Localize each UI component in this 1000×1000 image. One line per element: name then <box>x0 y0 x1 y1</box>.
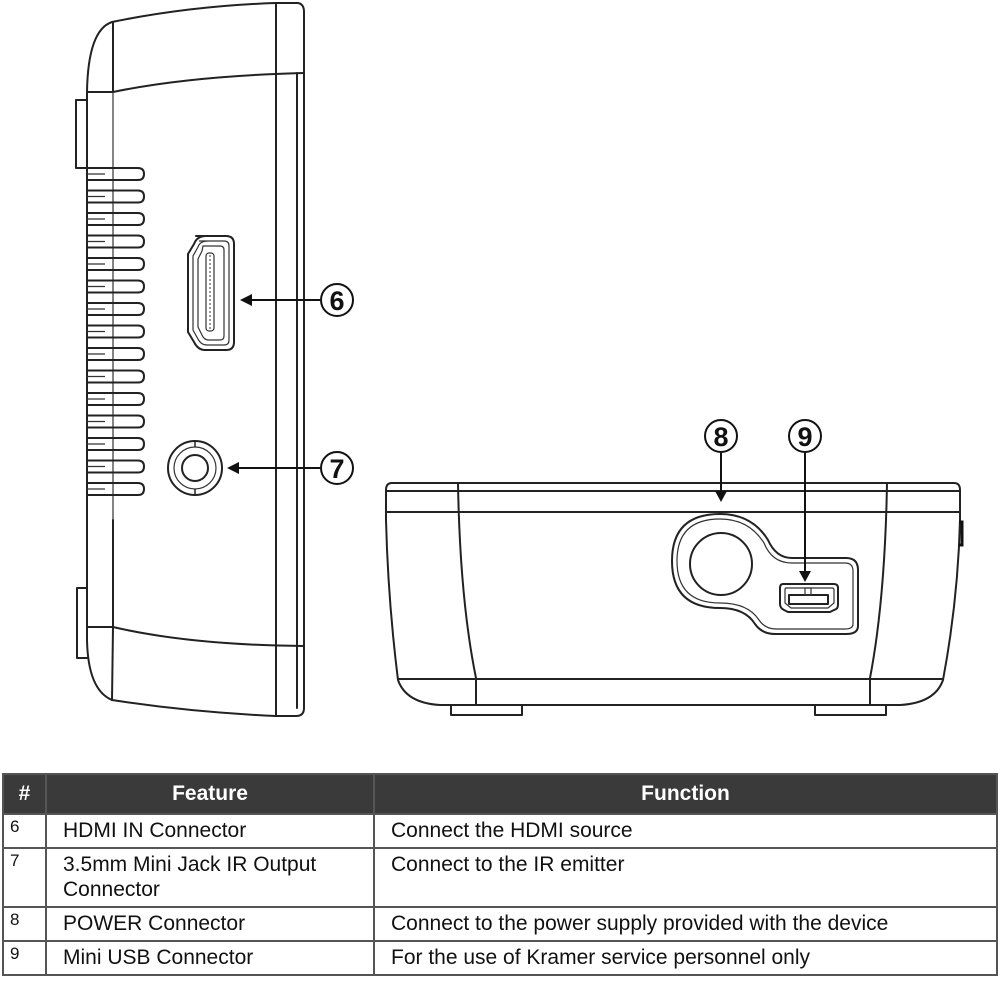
table-header-row: # Feature Function <box>2 773 998 815</box>
header-feature: Feature <box>45 773 375 815</box>
row-function: For the use of Kramer service personnel … <box>373 940 998 976</box>
vent-slot <box>86 324 145 339</box>
callout-7-label: 7 <box>329 454 344 484</box>
row-feature: HDMI IN Connector <box>45 813 375 849</box>
vent-slot <box>86 347 145 361</box>
front-view-device <box>385 482 964 716</box>
vent-slot <box>86 167 145 181</box>
vent-slots <box>86 167 145 496</box>
ir-jack-icon <box>167 440 223 496</box>
callout-8: 8 <box>704 419 738 502</box>
row-number: 8 <box>2 906 47 942</box>
table-row: 7 3.5mm Mini Jack IR Output Connector Co… <box>2 847 998 908</box>
row-feature: 3.5mm Mini Jack IR Output Connector <box>45 847 375 908</box>
header-number: # <box>2 773 47 815</box>
vent-slot <box>86 189 145 204</box>
row-feature: POWER Connector <box>45 906 375 942</box>
callout-6: 6 <box>240 283 354 317</box>
row-number: 9 <box>2 940 47 976</box>
row-function: Connect to the IR emitter <box>373 847 998 908</box>
vent-slot <box>86 437 145 451</box>
row-function: Connect to the power supply provided wit… <box>373 906 998 942</box>
callout-8-label: 8 <box>713 422 728 452</box>
vent-slot <box>86 482 145 496</box>
vent-slot <box>86 212 145 226</box>
vent-slot <box>86 279 145 294</box>
hdmi-port-icon <box>187 235 235 351</box>
table-row: 6 HDMI IN Connector Connect the HDMI sou… <box>2 813 998 849</box>
vent-slot <box>86 369 145 384</box>
callout-7: 7 <box>227 451 354 485</box>
device-diagram: 6 7 8 9 <box>75 2 964 717</box>
side-view-device <box>75 2 305 717</box>
callout-9-label: 9 <box>797 422 812 452</box>
row-function: Connect the HDMI source <box>373 813 998 849</box>
callout-6-label: 6 <box>329 286 344 316</box>
features-table: # Feature Function 6 HDMI IN Connector C… <box>2 773 998 976</box>
row-number: 6 <box>2 813 47 849</box>
table-row: 9 Mini USB Connector For the use of Kram… <box>2 940 998 976</box>
header-function: Function <box>373 773 998 815</box>
vent-slot <box>86 459 145 474</box>
row-number: 7 <box>2 847 47 908</box>
mini-usb-port-icon <box>779 583 839 613</box>
vent-slot <box>86 257 145 271</box>
callout-9: 9 <box>788 419 822 582</box>
vent-slot <box>86 234 145 249</box>
vent-slot <box>86 302 145 316</box>
vent-slot <box>86 414 145 429</box>
row-feature: Mini USB Connector <box>45 940 375 976</box>
vent-slot <box>86 392 145 406</box>
table-row: 8 POWER Connector Connect to the power s… <box>2 906 998 942</box>
power-port-icon <box>671 513 859 635</box>
